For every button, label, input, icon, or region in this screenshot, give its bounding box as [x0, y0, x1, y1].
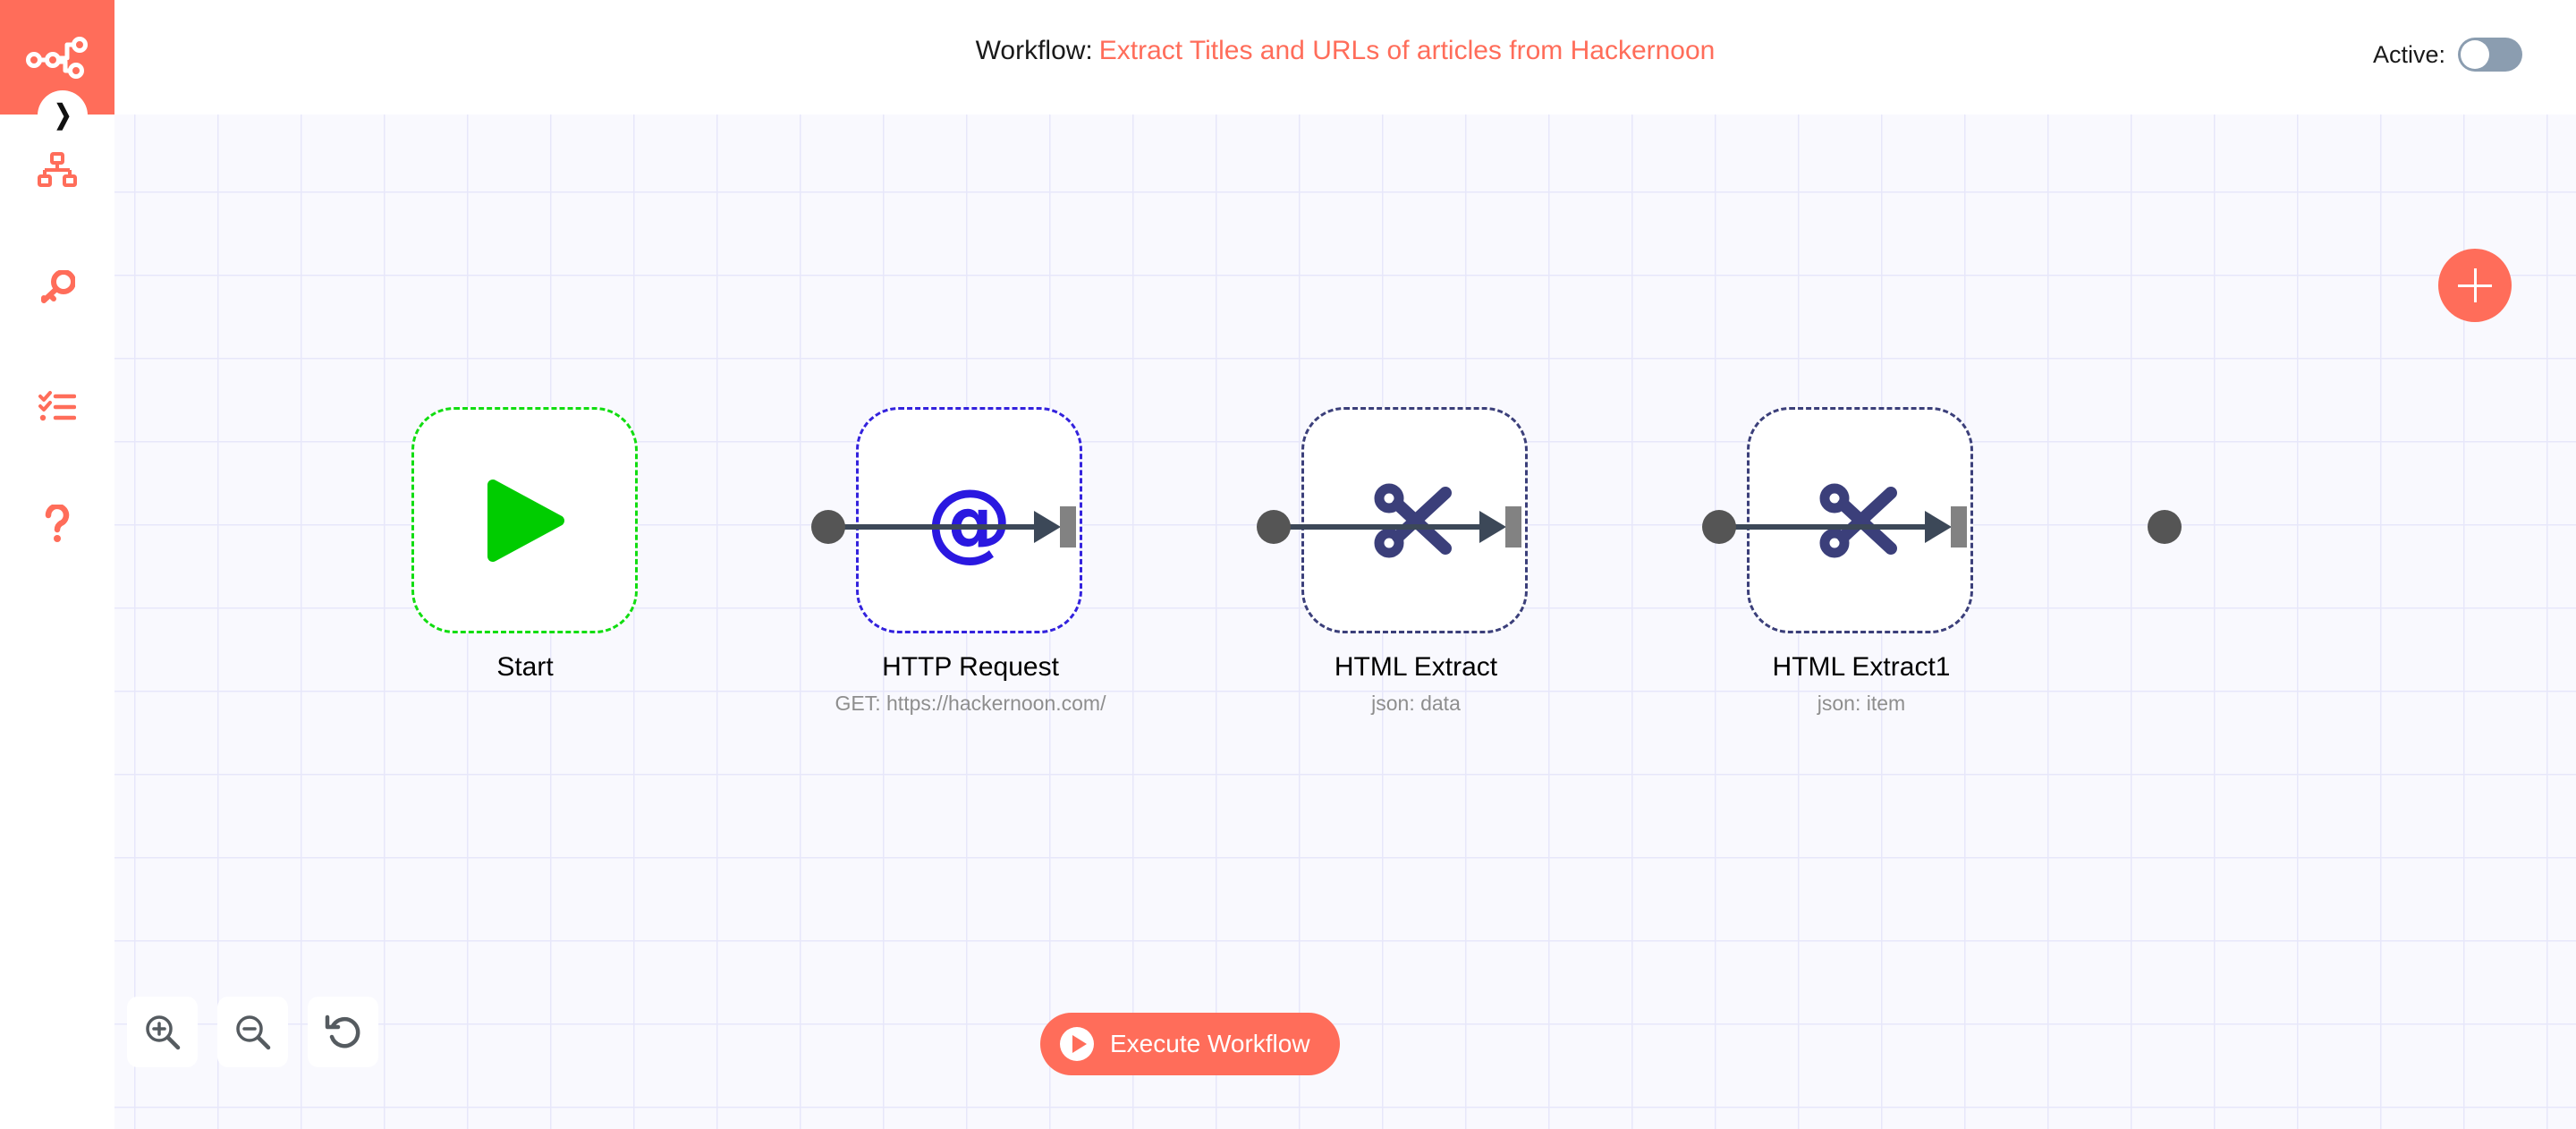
- execute-workflow-button[interactable]: Execute Workflow: [1040, 1013, 1340, 1075]
- node-output-endpoint-html-extract[interactable]: [1702, 510, 1736, 544]
- active-label: Active:: [2372, 40, 2445, 68]
- node-subtitle: json: item: [1817, 692, 1906, 715]
- key-icon: [39, 270, 75, 306]
- node-subtitle: GET: https://hackernoon.com/: [835, 692, 1106, 715]
- sidebar-item-credentials[interactable]: [0, 261, 114, 315]
- zoom-controls: [127, 997, 378, 1067]
- node-title: HTTP Request: [882, 652, 1059, 682]
- zoom-out-button[interactable]: [217, 997, 288, 1067]
- workflow-label: Workflow:: [975, 36, 1093, 65]
- at-sign-icon: @: [926, 470, 1013, 571]
- chevron-right-icon: ❯: [54, 100, 72, 130]
- node-subtitle: json: data: [1371, 692, 1461, 715]
- node-caption: Start: [337, 651, 713, 692]
- node-output-endpoint-start[interactable]: [811, 510, 845, 544]
- node-caption: HTML Extract json: data: [1228, 651, 1604, 717]
- scissors-icon: [1374, 482, 1456, 559]
- node-title: HTML Extract: [1334, 652, 1498, 682]
- question-mark-icon: [44, 505, 71, 544]
- active-toggle-switch[interactable]: [2458, 38, 2522, 72]
- node-title: HTML Extract1: [1772, 652, 1951, 682]
- node-caption: HTML Extract1 json: item: [1674, 651, 2049, 717]
- checklist-icon: [38, 390, 76, 422]
- reset-zoom-button[interactable]: [308, 997, 378, 1067]
- node-title: Start: [496, 652, 554, 682]
- active-toggle-group: Active:: [2373, 38, 2522, 72]
- connector-start-to-http[interactable]: [843, 524, 1041, 530]
- sitemap-icon: [38, 152, 77, 188]
- toggle-knob: [2461, 40, 2489, 69]
- sidebar-expand-button[interactable]: ❯: [38, 90, 88, 140]
- node-start[interactable]: [411, 407, 638, 633]
- workflow-name[interactable]: Extract Titles and URLs of articles from…: [1098, 36, 1716, 65]
- node-output-endpoint-html-extract1[interactable]: [2148, 510, 2182, 544]
- connector-http-to-extract[interactable]: [1288, 524, 1487, 530]
- add-node-button[interactable]: [2438, 249, 2512, 322]
- node-input-endpoint-html-extract[interactable]: [1505, 506, 1521, 548]
- connector-arrow-icon: [1925, 511, 1952, 543]
- reset-zoom-icon: [324, 1013, 363, 1052]
- connector-arrow-icon: [1479, 511, 1506, 543]
- workflow-title: Workflow:Extract Titles and URLs of arti…: [114, 36, 2576, 66]
- node-input-endpoint-html-extract1[interactable]: [1951, 506, 1967, 548]
- connector-arrow-icon: [1034, 511, 1061, 543]
- sidebar-item-workflows[interactable]: [0, 143, 114, 197]
- connector-extract-to-extract1[interactable]: [1733, 524, 1932, 530]
- zoom-in-button[interactable]: [127, 997, 198, 1067]
- header-bar: Workflow:Extract Titles and URLs of arti…: [114, 0, 2576, 115]
- sidebar: ❯: [0, 0, 114, 1129]
- zoom-out-icon: [233, 1013, 273, 1052]
- workflow-canvas[interactable]: @: [114, 115, 2576, 1129]
- play-circle-icon: [1060, 1027, 1094, 1061]
- zoom-in-icon: [143, 1013, 182, 1052]
- node-caption: HTTP Request GET: https://hackernoon.com…: [783, 651, 1158, 717]
- node-input-endpoint-http-request[interactable]: [1060, 506, 1076, 548]
- sidebar-item-help[interactable]: [0, 497, 114, 551]
- play-triangle-icon: [486, 479, 564, 562]
- sidebar-item-executions[interactable]: [0, 379, 114, 433]
- execute-workflow-label: Execute Workflow: [1110, 1030, 1310, 1057]
- node-http-request[interactable]: @: [856, 407, 1082, 633]
- workflow-network-icon: [26, 36, 89, 79]
- scissors-icon: [1819, 482, 1902, 559]
- node-output-endpoint-http-request[interactable]: [1257, 510, 1291, 544]
